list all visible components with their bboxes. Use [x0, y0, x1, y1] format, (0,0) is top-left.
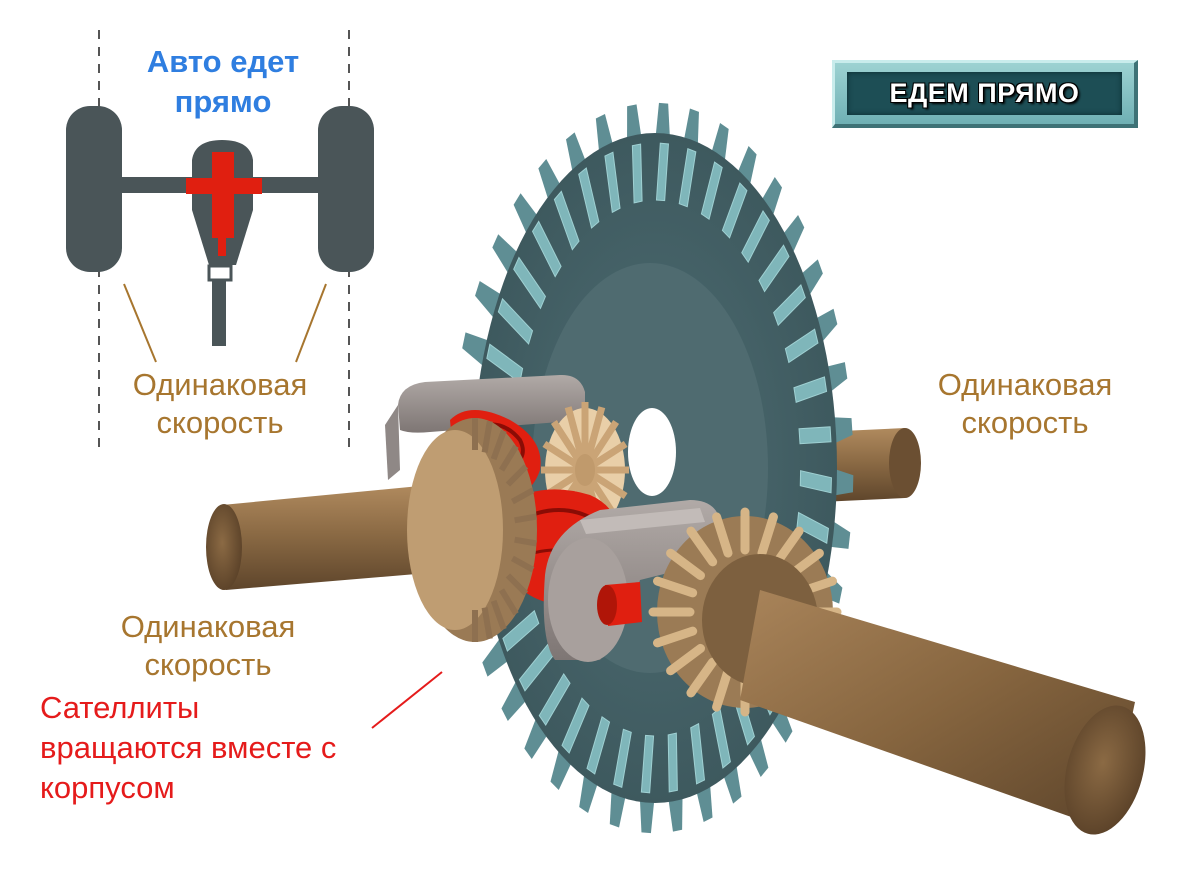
diff-housing-top	[385, 374, 585, 480]
car-status-title: Авто едет прямо	[118, 42, 328, 122]
ring-gear-tooth-face	[796, 511, 829, 544]
left-gear-tooth	[498, 444, 519, 472]
ring-gear-tooth-face	[486, 343, 524, 384]
right-label-line2: скорость	[961, 405, 1089, 440]
right-gear-tooth	[653, 626, 698, 648]
diff-gear-cross	[186, 152, 262, 256]
ring-gear-bore	[628, 408, 676, 496]
left-gear-tooth	[510, 555, 535, 573]
left-side-gear	[407, 418, 538, 642]
ring-gear-tooth-face	[655, 142, 670, 202]
ring-gear-tooth-face	[631, 143, 643, 204]
ring-gear-tooth-face	[798, 426, 832, 445]
right-gear-tooth	[653, 576, 698, 598]
drive-shaft	[212, 280, 226, 346]
left-wheel	[66, 106, 122, 272]
satellites-note-line2: вращаются вместе с	[40, 730, 337, 765]
ring-gear-tooth-face	[502, 609, 540, 652]
right-gear-tooth	[686, 526, 718, 567]
ring-gear-tooth-face	[711, 707, 731, 769]
satellites-note: Сателлиты вращаются вместе с корпусом	[40, 688, 400, 808]
right-shaft-end	[1064, 705, 1146, 835]
ring-gear-tooth-face	[538, 672, 571, 726]
car-wheels-speed-label: Одинаковая скорость	[100, 366, 340, 442]
back-gear-center	[575, 454, 595, 486]
right-shaft-speed-label: Одинаковая скорость	[905, 366, 1145, 442]
car-title-line1: Авто едет	[146, 44, 300, 79]
ring-gear-tooth-face	[700, 161, 723, 220]
left-gear-tooth	[481, 607, 493, 640]
right-label-line1: Одинаковая	[937, 367, 1113, 402]
ring-gear-tooth-face	[793, 376, 828, 403]
left-gear-tooth	[514, 513, 538, 524]
right-wheel	[318, 106, 374, 272]
right-front-shaft	[740, 590, 1146, 835]
satellites-note-line3: корпусом	[40, 770, 175, 805]
right-gear-tooth	[666, 643, 706, 676]
car-label-line2: скорость	[156, 405, 284, 440]
pointer-right	[295, 283, 327, 363]
ring-gear-tooth-face	[604, 151, 621, 214]
satellites-note-line1: Сателлиты	[40, 690, 200, 725]
ring-gear-tooth-face	[741, 209, 770, 264]
ring-gear-tooth-face	[799, 470, 832, 494]
left-gear-tooth	[490, 599, 507, 631]
ring-gear-tooth-face	[678, 148, 697, 208]
diff-housing-front	[543, 500, 720, 662]
car-title-line2: прямо	[174, 84, 272, 119]
left-gear-tooth	[514, 536, 538, 547]
left-gear-tooth	[498, 588, 519, 616]
ring-gear-tooth-face	[667, 732, 678, 793]
ring-gear-tooth-face	[640, 734, 655, 794]
left-gear-tooth	[481, 420, 493, 453]
left-label-line2: скорость	[144, 647, 272, 682]
left-gear-tooth	[490, 429, 507, 461]
u-joint	[207, 264, 233, 282]
right-gear-tooth	[686, 657, 718, 698]
ring-gear-tooth-face	[721, 182, 748, 239]
ring-gear-tooth-face	[561, 697, 590, 754]
left-shaft-speed-label: Одинаковая скорость	[88, 608, 328, 684]
satellite-pointer-line	[371, 671, 443, 729]
ring-gear-tooth-face	[531, 220, 562, 278]
right-gear-tooth	[757, 512, 778, 558]
left-output-shaft	[206, 485, 440, 590]
ring-gear-tooth-face	[758, 244, 790, 293]
ring-gear-tooth-face	[553, 190, 580, 251]
mode-badge: ЕДЕМ ПРЯМО	[832, 60, 1138, 128]
right-gear-tooth	[712, 666, 733, 712]
mode-badge-panel: ЕДЕМ ПРЯМО	[847, 72, 1122, 115]
car-label-line1: Одинаковая	[132, 367, 308, 402]
ring-gear-tooth-face	[497, 297, 534, 345]
pointer-left	[123, 283, 157, 363]
right-gear-tooth	[712, 512, 733, 558]
ring-gear-tooth-face	[773, 284, 806, 327]
ring-gear-tooth-face	[578, 167, 600, 229]
ring-gear-tooth-face	[586, 716, 611, 775]
left-gear-tooth	[505, 464, 529, 487]
ring-gear-tooth-face	[784, 328, 819, 364]
left-shaft-end	[206, 504, 242, 590]
ring-gear-tooth-face	[690, 722, 706, 785]
left-label-line1: Одинаковая	[120, 609, 296, 644]
ring-gear-tooth-face	[613, 728, 632, 788]
car-axle-diagram	[66, 30, 374, 455]
ring-gear-tooth-face	[513, 256, 547, 310]
right-gear-tooth	[666, 548, 706, 581]
left-gear-tooth	[505, 573, 529, 596]
right-gear-tooth	[772, 526, 804, 567]
mode-badge-text: ЕДЕМ ПРЯМО	[889, 78, 1080, 108]
left-gear-tooth	[510, 487, 535, 505]
